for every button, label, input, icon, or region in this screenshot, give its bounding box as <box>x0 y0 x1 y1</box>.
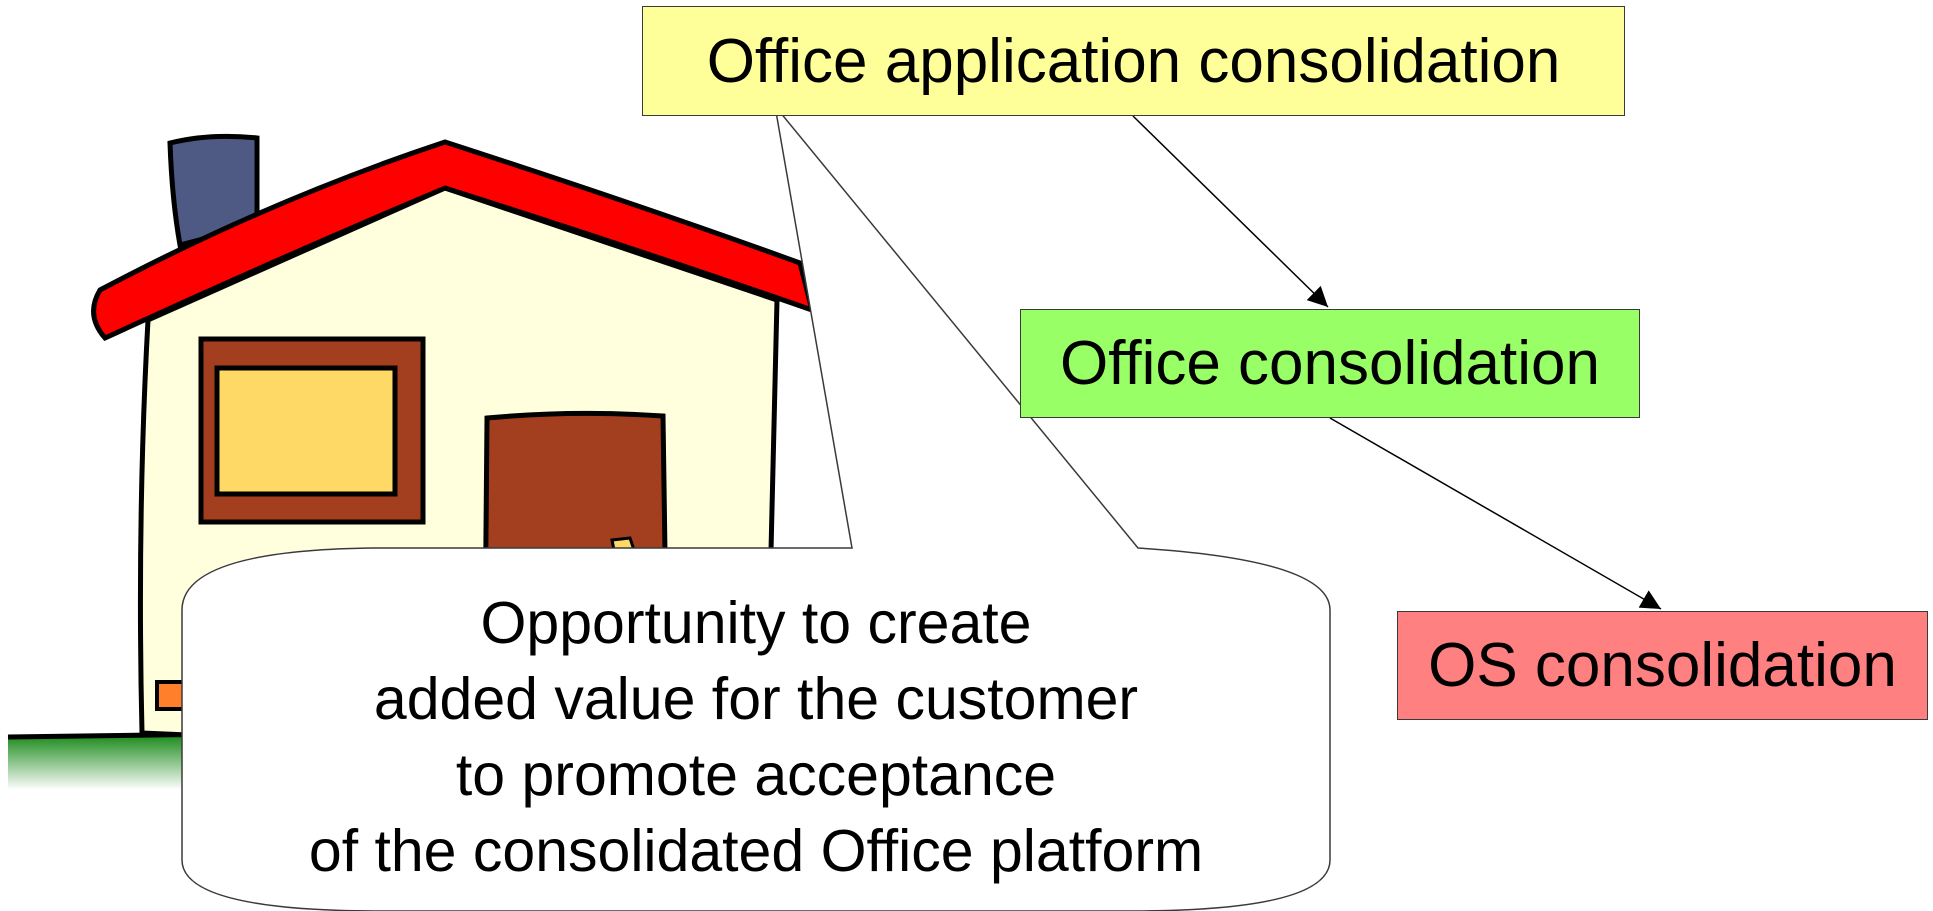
window-glass-shape <box>214 365 398 497</box>
arrow-office-application-to-office <box>1132 115 1329 308</box>
callout-line: of the consolidated Office platform <box>308 818 1204 884</box>
roof-shape <box>91 139 816 342</box>
os-consolidation-box: OS consolidation <box>1397 611 1928 720</box>
office-application-consolidation-box: Office application consolidation <box>642 6 1625 116</box>
office-consolidation-label: Office consolidation <box>1060 329 1600 398</box>
arrow-office-to-os <box>1329 417 1662 610</box>
callout-line: to promote acceptance <box>455 742 1057 808</box>
vent-shape <box>155 680 186 711</box>
callout-line: added value for the customer <box>373 666 1139 732</box>
office-consolidation-box: Office consolidation <box>1020 309 1640 418</box>
callout-shape <box>181 103 1331 911</box>
office-application-consolidation-label: Office application consolidation <box>706 26 1561 96</box>
callout-line: Opportunity to create <box>480 590 1032 656</box>
callout-text: Opportunity to create added value for th… <box>182 585 1330 889</box>
callout-bubble <box>181 103 1331 911</box>
os-consolidation-label: OS consolidation <box>1428 631 1897 700</box>
